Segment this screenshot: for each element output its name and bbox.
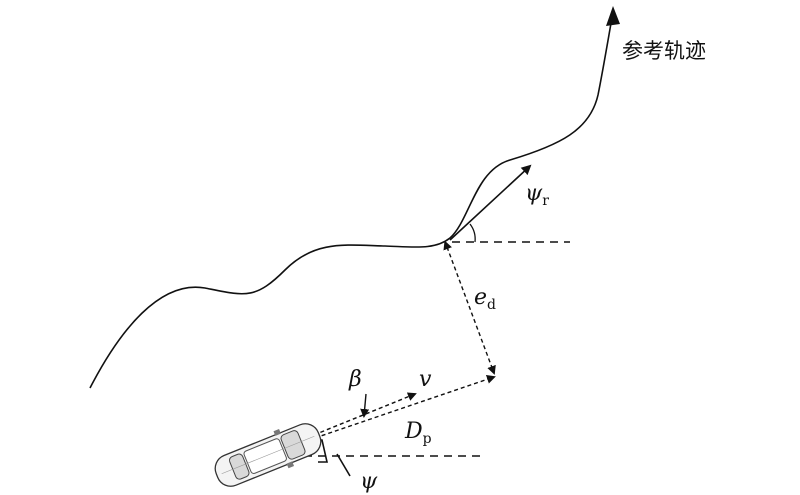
preview-distance-line (261, 374, 496, 457)
psi-r-angle-arc (469, 223, 476, 243)
car-mirror-left (273, 428, 281, 436)
e-d-label: ed (474, 285, 496, 313)
d-p-label: Dp (404, 419, 432, 447)
lateral-error-line (443, 240, 496, 375)
psi-r-label: ψr (525, 181, 549, 209)
beta-label: β (348, 367, 362, 392)
reference-trajectory-curve (89, 11, 614, 389)
psi-pointer (336, 453, 351, 477)
reference-trajectory-label: 参考轨迹 (622, 39, 706, 63)
psi-label: ψ (360, 469, 378, 494)
car-center-line (221, 435, 315, 475)
vehicle (214, 423, 322, 487)
beta-indicator (360, 393, 370, 418)
v-label: v (419, 367, 432, 392)
car-mirror-right (286, 461, 295, 469)
psi-r-arrow (449, 164, 532, 241)
trajectory-arrowhead (606, 6, 620, 26)
